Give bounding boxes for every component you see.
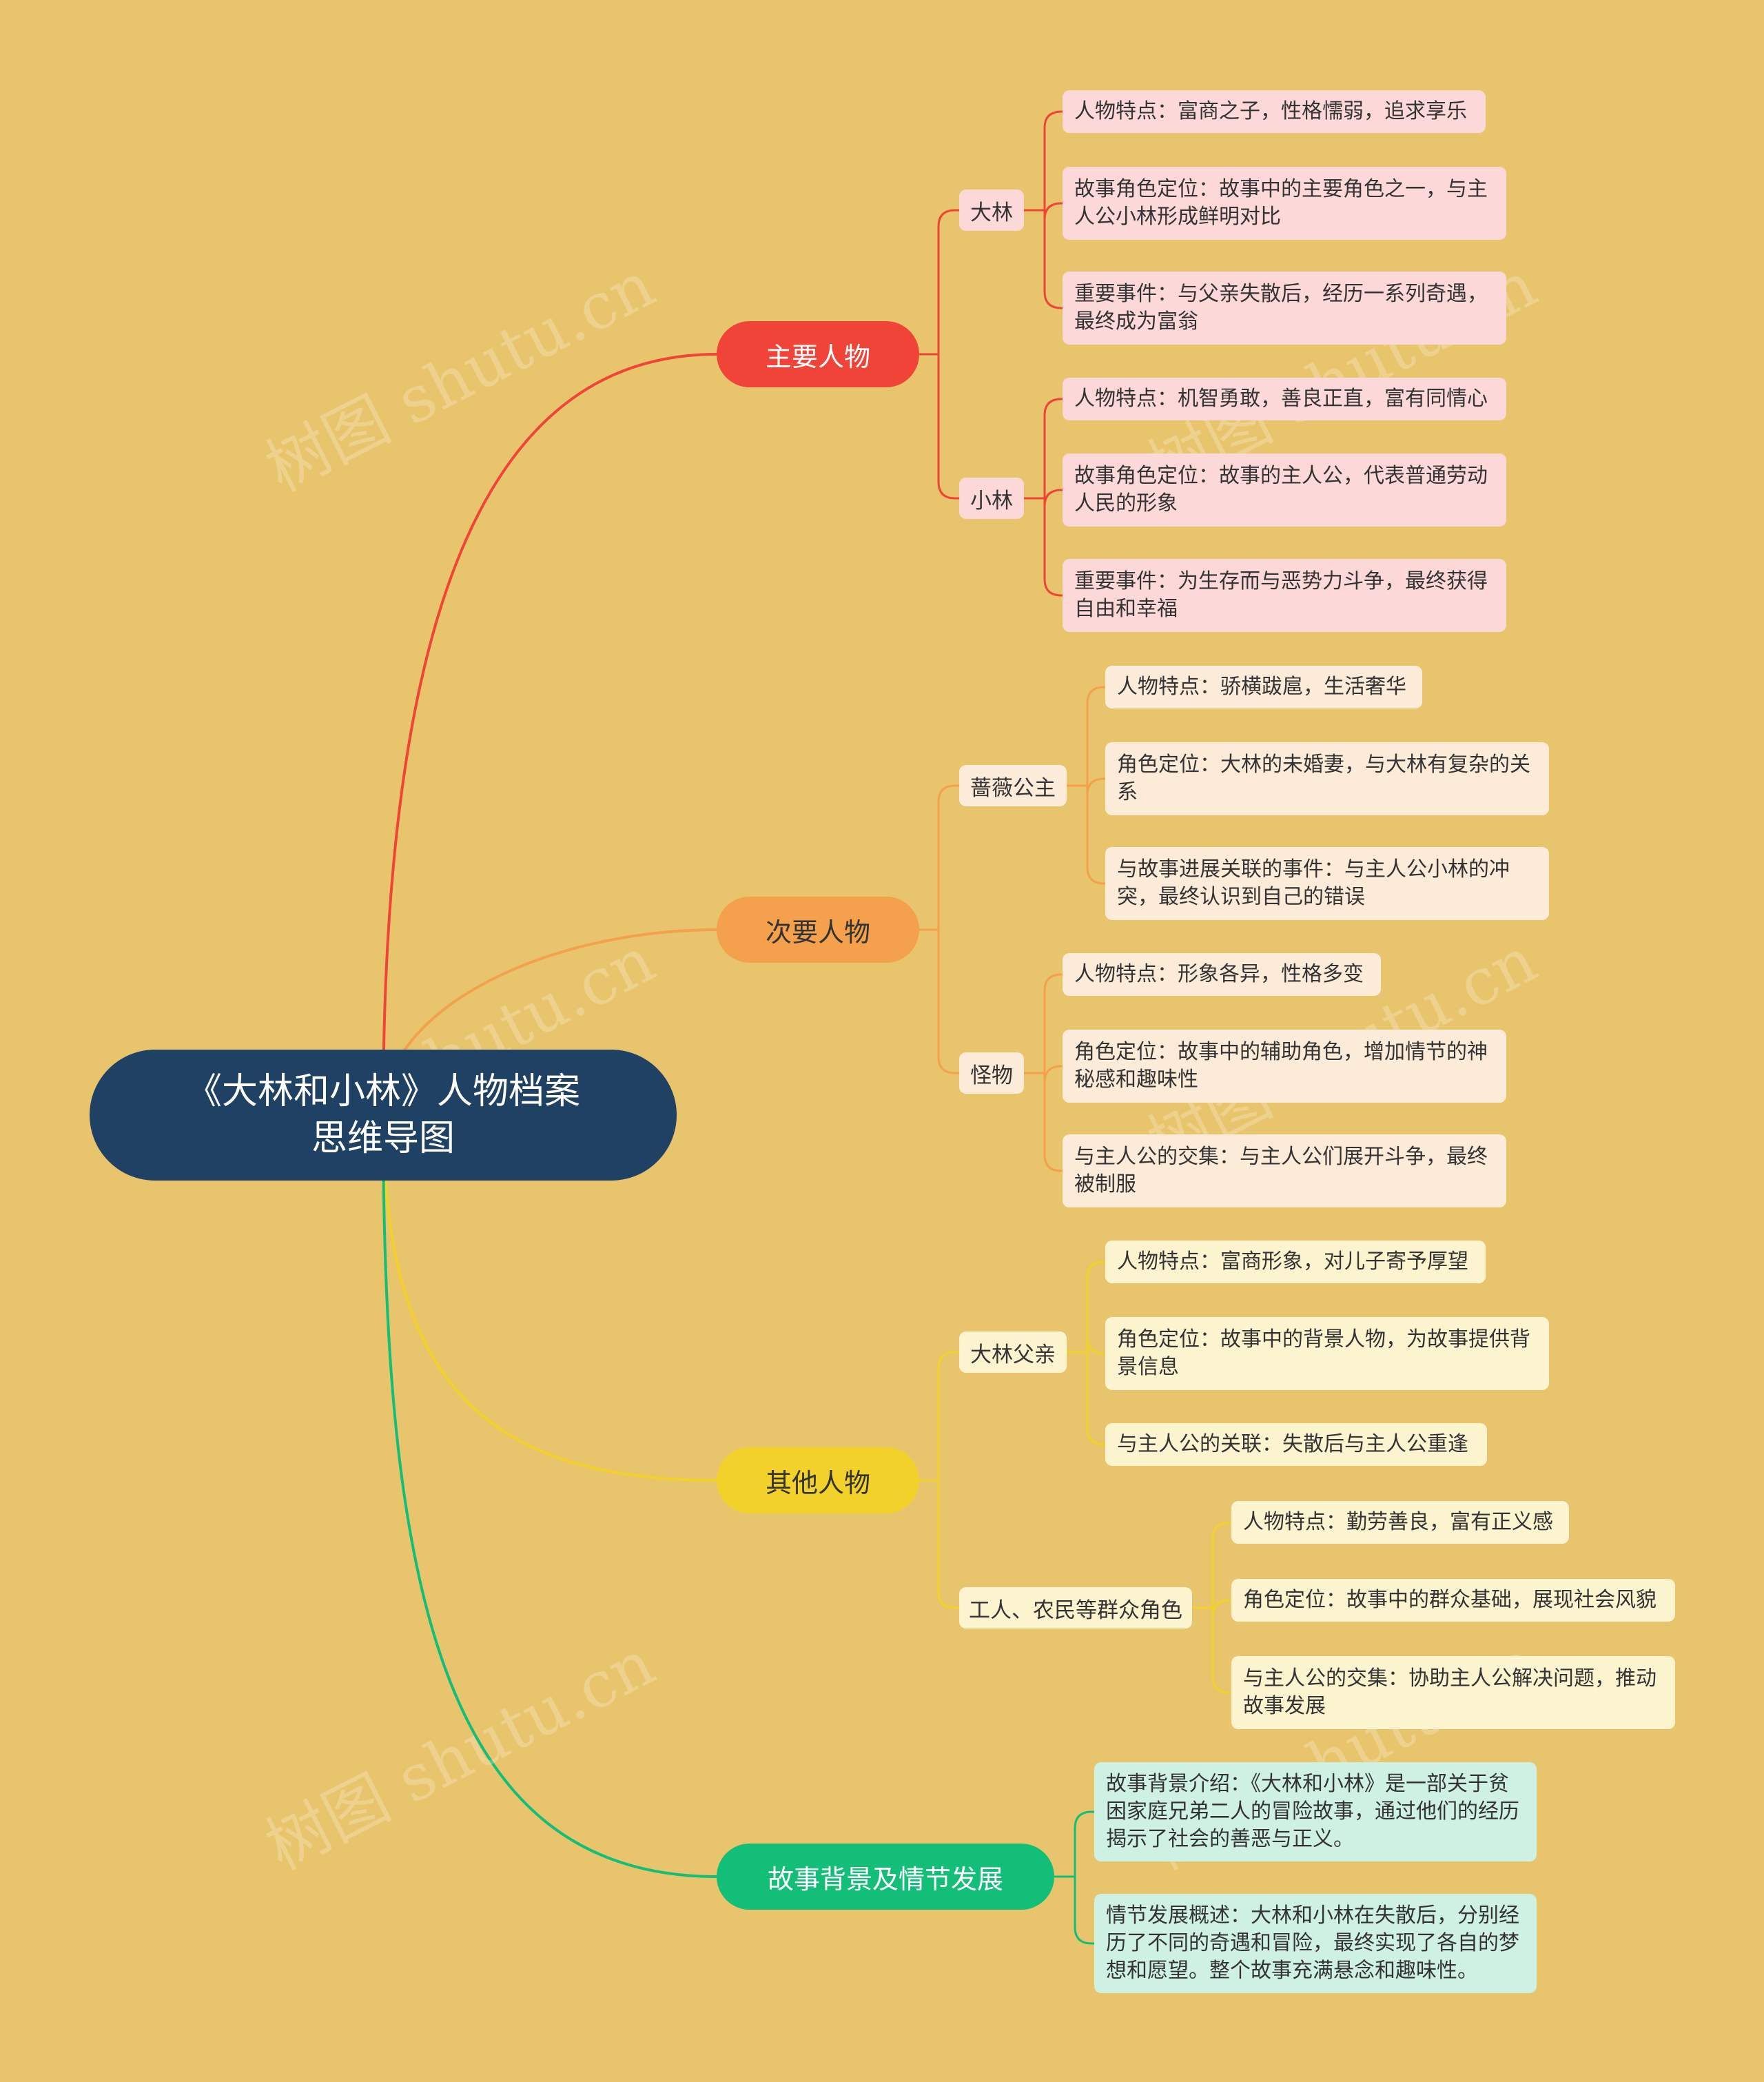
connector-xiaolin-1 [1043,489,1063,507]
leaf-dalin-event[interactable]: 重要事件：与父亲失散后，经历一系列奇遇，最终成为富翁 [1063,272,1506,345]
branch-other-characters[interactable]: 其他人物 [717,1447,919,1513]
connector-dalin-2 [1043,210,1063,309]
connector-princess-2 [1086,786,1105,885]
leaf-monster-trait[interactable]: 人物特点：形象各异，性格多变 [1063,953,1381,996]
connector-background-0 [1074,1810,1094,1877]
connector-dalin-0 [1043,110,1063,210]
connector-other-1 [937,1480,959,1609]
connector-masses-0 [1211,1521,1231,1608]
connector-princess-0 [1086,686,1105,786]
connector-secondary-1 [937,930,959,1074]
connector-princess-1 [1086,777,1105,796]
connector-monster-2 [1043,1073,1063,1172]
leaf-xiaolin-trait[interactable]: 人物特点：机智勇敢，善良正直，富有同情心 [1063,378,1506,420]
leaf-princess-role[interactable]: 角色定位：大林的未婚妻，与大林有复杂的关系 [1105,742,1549,815]
sub-dalin-father[interactable]: 大林父亲 [959,1331,1067,1373]
leaf-monster-role[interactable]: 角色定位：故事中的辅助角色，增加情节的神秘感和趣味性 [1063,1030,1506,1103]
sub-dalin[interactable]: 大林 [959,190,1024,231]
leaf-princess-event[interactable]: 与故事进展关联的事件：与主人公小林的冲突，最终认识到自己的错误 [1105,847,1549,920]
branch-background-plot[interactable]: 故事背景及情节发展 [717,1844,1054,1910]
leaf-plot-summary[interactable]: 情节发展概述：大林和小林在失散后，分别经历了不同的奇遇和冒险，最终实现了各自的梦… [1094,1894,1537,1993]
leaf-father-event[interactable]: 与主人公的关联：失散后与主人公重逢 [1105,1423,1487,1466]
sub-masses[interactable]: 工人、农民等群众角色 [959,1587,1192,1629]
leaf-masses-trait[interactable]: 人物特点：勤劳善良，富有正义感 [1231,1501,1569,1544]
leaf-xiaolin-event[interactable]: 重要事件：为生存而与恶势力斗争，最终获得自由和幸福 [1063,559,1506,632]
sub-monster[interactable]: 怪物 [959,1052,1024,1094]
sub-rose-princess[interactable]: 蔷薇公主 [959,765,1067,806]
connector-father-2 [1086,1352,1105,1446]
connector-background-1 [1074,1877,1094,1945]
connector-other-0 [937,1351,959,1480]
leaf-father-trait[interactable]: 人物特点：富商形象，对儿子寄予厚望 [1105,1241,1486,1283]
connector-root-main [382,353,717,1116]
connector-dalin-1 [1043,202,1063,221]
leaf-princess-trait[interactable]: 人物特点：骄横跋扈，生活奢华 [1105,666,1422,708]
connector-father-1 [1086,1336,1105,1355]
connector-masses-2 [1211,1608,1231,1694]
connector-father-0 [1086,1261,1105,1352]
leaf-dalin-role[interactable]: 故事角色定位：故事中的主要角色之一，与主人公小林形成鲜明对比 [1063,167,1506,240]
leaf-story-background[interactable]: 故事背景介绍：《大林和小林》是一部关于贫困家庭兄弟二人的冒险故事，通过他们的经历… [1094,1762,1537,1861]
leaf-xiaolin-role[interactable]: 故事角色定位：故事的主人公，代表普通劳动人民的形象 [1063,453,1506,527]
sub-xiaolin[interactable]: 小林 [959,478,1024,519]
connector-masses-1 [1211,1599,1231,1617]
leaf-father-role[interactable]: 角色定位：故事中的背景人物，为故事提供背景信息 [1105,1317,1549,1390]
connector-xiaolin-0 [1043,398,1063,498]
connector-secondary-0 [937,784,959,930]
leaf-masses-role[interactable]: 角色定位：故事中的群众基础，展现社会风貌 [1231,1579,1675,1622]
connector-monster-0 [1043,973,1063,1073]
leaf-masses-event[interactable]: 与主人公的交集：协助主人公解决问题，推动故事发展 [1231,1656,1675,1729]
leaf-dalin-trait[interactable]: 人物特点：富商之子，性格懦弱，追求享乐 [1063,90,1486,133]
connector-monster-1 [1043,1065,1063,1083]
leaf-monster-event[interactable]: 与主人公的交集：与主人公们展开斗争，最终被制服 [1063,1134,1506,1207]
connector-main-1 [937,354,959,500]
root-title: 《大林和小林》人物档案 思维导图 [185,1071,580,1159]
connector-main-0 [937,209,959,354]
branch-main-characters[interactable]: 主要人物 [717,321,919,387]
connector-root-background [382,1114,717,1878]
connector-root-other [382,1114,717,1482]
connector-xiaolin-2 [1043,498,1063,597]
branch-secondary-characters[interactable]: 次要人物 [717,897,919,963]
root-topic[interactable]: 《大林和小林》人物档案 思维导图 [90,1050,677,1181]
